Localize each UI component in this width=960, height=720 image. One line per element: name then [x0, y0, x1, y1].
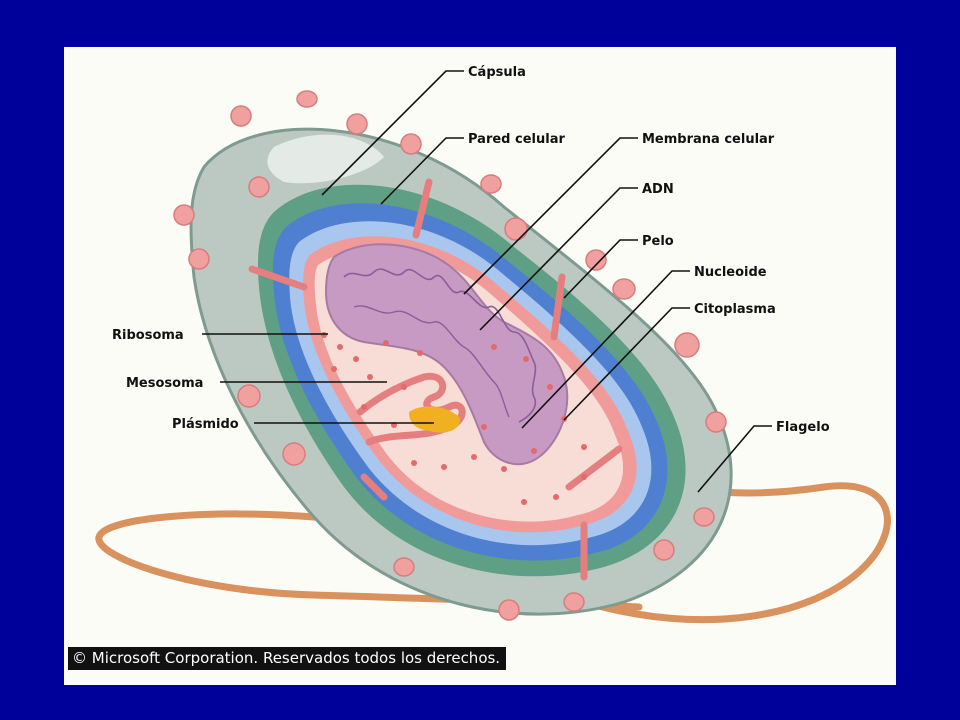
label-ribosoma: Ribosoma — [112, 328, 184, 343]
plasmid — [409, 406, 460, 433]
label-flagelo: Flagelo — [776, 420, 830, 435]
leader-lines — [202, 70, 772, 493]
nucleoid — [324, 243, 569, 466]
bacterium-diagram: Cápsula Pared celular Membrana celular A… — [95, 65, 891, 624]
ribosomes — [321, 332, 587, 505]
label-pelo: Pelo — [642, 234, 674, 249]
dna-strand — [343, 268, 537, 423]
copyright-notice: © Microsoft Corporation. Reservados todo… — [68, 647, 507, 670]
capsule-knobs — [173, 90, 727, 621]
leader-adn — [479, 187, 638, 331]
label-adn: ADN — [642, 182, 674, 197]
leader-citoplasma — [563, 307, 690, 421]
label-mesosoma: Mesosoma — [126, 376, 203, 391]
label-membrana-celular: Membrana celular — [642, 132, 775, 147]
capsule-highlight — [267, 134, 384, 184]
leader-nucleoide — [521, 270, 690, 429]
leader-pared-celular — [380, 137, 464, 205]
label-pared-celular: Pared celular — [468, 132, 565, 147]
label-capsula: Cápsula — [468, 65, 526, 80]
leader-pelo — [563, 239, 638, 299]
leader-flagelo — [697, 425, 772, 493]
label-nucleoide: Nucleoide — [694, 265, 767, 280]
leader-capsula — [321, 70, 464, 196]
diagram-panel: Cápsula Pared celular Membrana celular A… — [64, 47, 896, 685]
membrane-arms — [248, 178, 623, 581]
leader-membrana-celular — [463, 137, 638, 295]
label-plasmido: Plásmido — [172, 417, 239, 432]
label-citoplasma: Citoplasma — [694, 302, 776, 317]
dna-strand-2 — [353, 305, 510, 418]
